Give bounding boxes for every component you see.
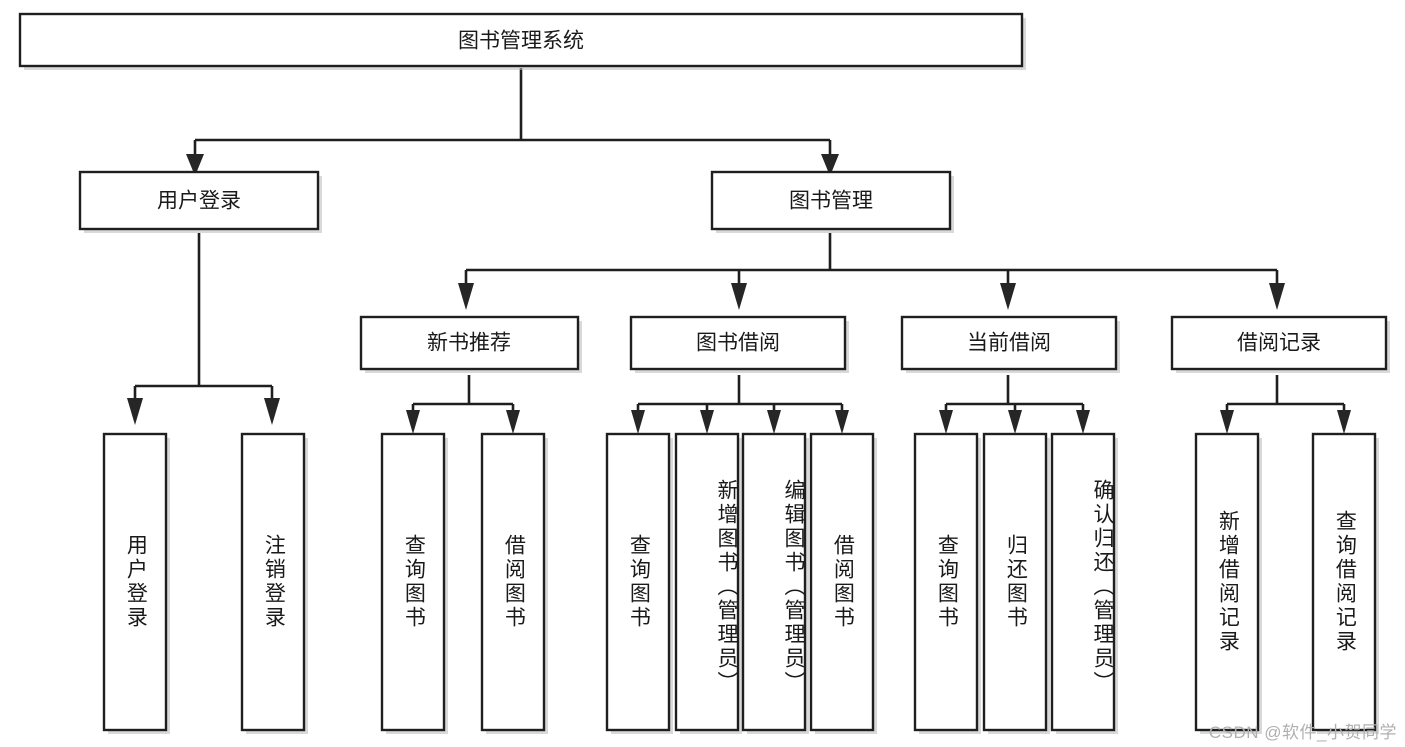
arrowhead-newbook-leaf-2 (506, 410, 520, 434)
node-box-leaf-newbook-query[interactable] (380, 432, 446, 732)
arrowhead-current-leaf-1 (939, 410, 953, 434)
label-book-borrow: 图书借阅 (696, 332, 780, 355)
arrowhead-to-user-login (186, 154, 204, 176)
arrowhead-to-borrow-record (1269, 283, 1285, 310)
label-new-book: 新书推荐 (427, 332, 511, 355)
arrowhead-borrow-leaf-4 (835, 410, 849, 434)
arrowhead-records-leaf-2 (1337, 410, 1351, 434)
node-box-leaf-record-query[interactable] (1311, 432, 1377, 732)
node-box-leaf-borrow-query[interactable] (605, 432, 671, 732)
node-box-leaf-logout[interactable] (240, 432, 306, 732)
arrowhead-current-leaf-3 (1076, 410, 1090, 434)
arrowhead-to-book-management (821, 154, 839, 176)
node-box-borrow-record[interactable] (1170, 315, 1388, 371)
label-borrow-record: 借阅记录 (1237, 332, 1321, 355)
node-box-leaf-current-return[interactable] (982, 432, 1048, 732)
arrowhead-borrow-leaf-1 (631, 410, 645, 434)
label-book-management: 图书管理 (789, 190, 873, 213)
csdn-watermark: CSDN @软件_小贺同学 (1208, 723, 1397, 742)
arrowhead-leaf-logout (264, 398, 280, 425)
node-box-root[interactable] (18, 12, 1024, 68)
connector-layer (127, 68, 1351, 434)
node-box-current-borrow[interactable] (900, 315, 1118, 371)
arrowhead-current-leaf-2 (1008, 410, 1022, 434)
horizontal-label-layer: 图书管理系统 用户登录 图书管理 新书推荐 图书借阅 当前借阅 借阅记录 (157, 30, 1321, 355)
arrowhead-to-new-book (458, 283, 474, 310)
node-box-leaf-newbook-borrow[interactable] (480, 432, 546, 732)
node-box-leaf-current-confirm[interactable] (1050, 432, 1116, 732)
node-box-new-book[interactable] (359, 315, 580, 371)
node-box-leaf-borrow-add[interactable] (674, 432, 740, 732)
node-box-book-management[interactable] (710, 170, 952, 231)
node-box-leaf-borrow-lend[interactable] (809, 432, 875, 732)
arrowhead-records-leaf-1 (1220, 410, 1234, 434)
node-box-leaf-record-add[interactable] (1194, 432, 1260, 732)
arrowhead-to-current-borrow (1000, 283, 1016, 310)
node-box-leaf-current-query[interactable] (913, 432, 979, 732)
node-box-book-borrow[interactable] (629, 315, 847, 371)
node-box-leaf-borrow-edit[interactable] (741, 432, 807, 732)
arrowhead-borrow-leaf-3 (767, 410, 781, 434)
node-layer (18, 12, 1390, 734)
node-box-user-login[interactable] (78, 170, 320, 231)
label-user-login: 用户登录 (157, 190, 241, 213)
arrowhead-to-book-borrow (731, 283, 747, 310)
arrowhead-newbook-leaf-1 (406, 410, 420, 434)
node-box-leaf-user-login[interactable] (102, 432, 168, 732)
arrowhead-leaf-user-login (127, 398, 143, 425)
arrowhead-borrow-leaf-2 (700, 410, 714, 434)
label-current-borrow: 当前借阅 (967, 332, 1051, 355)
label-root: 图书管理系统 (458, 30, 584, 53)
